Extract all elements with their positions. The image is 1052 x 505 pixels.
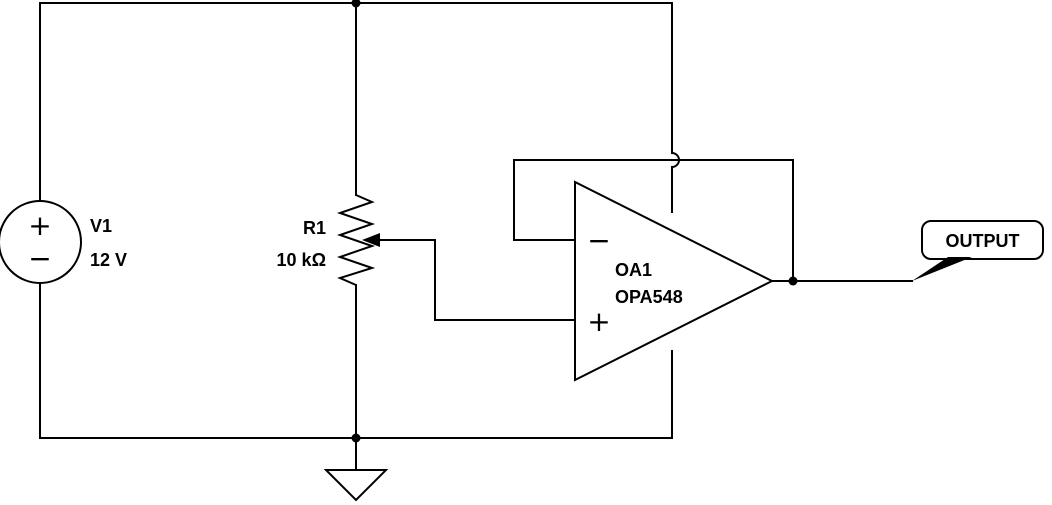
wire-feedback bbox=[513, 159, 794, 282]
wire-wiper-to-input bbox=[376, 239, 576, 321]
potentiometer-r1: R1 10 kΩ bbox=[277, 194, 380, 286]
wires bbox=[39, 2, 913, 471]
wire-opamp-supply-top bbox=[671, 2, 680, 213]
voltage-source-plus-symbol: + bbox=[28, 209, 51, 242]
voltage-source-value: 12 V bbox=[90, 250, 127, 270]
op-amp-oa1: − + OA1 OPA548 bbox=[574, 180, 775, 382]
voltage-source-minus-symbol: − bbox=[28, 242, 51, 275]
junction-dot-top bbox=[351, 0, 361, 8]
ground-symbol bbox=[323, 469, 389, 502]
junction-dot-bottom bbox=[351, 433, 361, 443]
potentiometer-zigzag bbox=[336, 194, 376, 286]
potentiometer-value: 10 kΩ bbox=[277, 250, 326, 270]
net-label-box bbox=[921, 220, 1044, 260]
potentiometer-designator: R1 bbox=[303, 218, 326, 238]
net-label-pointer bbox=[912, 257, 972, 281]
output-net-label: OUTPUT bbox=[912, 220, 1044, 281]
op-amp-designator: OA1 bbox=[615, 260, 652, 280]
voltage-source-designator: V1 bbox=[90, 216, 112, 236]
op-amp-noninverting-symbol: + bbox=[587, 305, 610, 338]
voltage-source-v1: + − V1 12 V bbox=[0, 200, 127, 284]
net-label-text: OUTPUT bbox=[946, 231, 1020, 251]
junction-dot-output bbox=[788, 276, 798, 286]
op-amp-part-number: OPA548 bbox=[615, 287, 683, 307]
junctions bbox=[351, 0, 798, 443]
op-amp-inverting-symbol: − bbox=[587, 224, 610, 257]
potentiometer-wiper-arrow bbox=[362, 233, 380, 247]
voltage-source-circle bbox=[0, 200, 82, 284]
op-amp-triangle bbox=[574, 180, 775, 382]
